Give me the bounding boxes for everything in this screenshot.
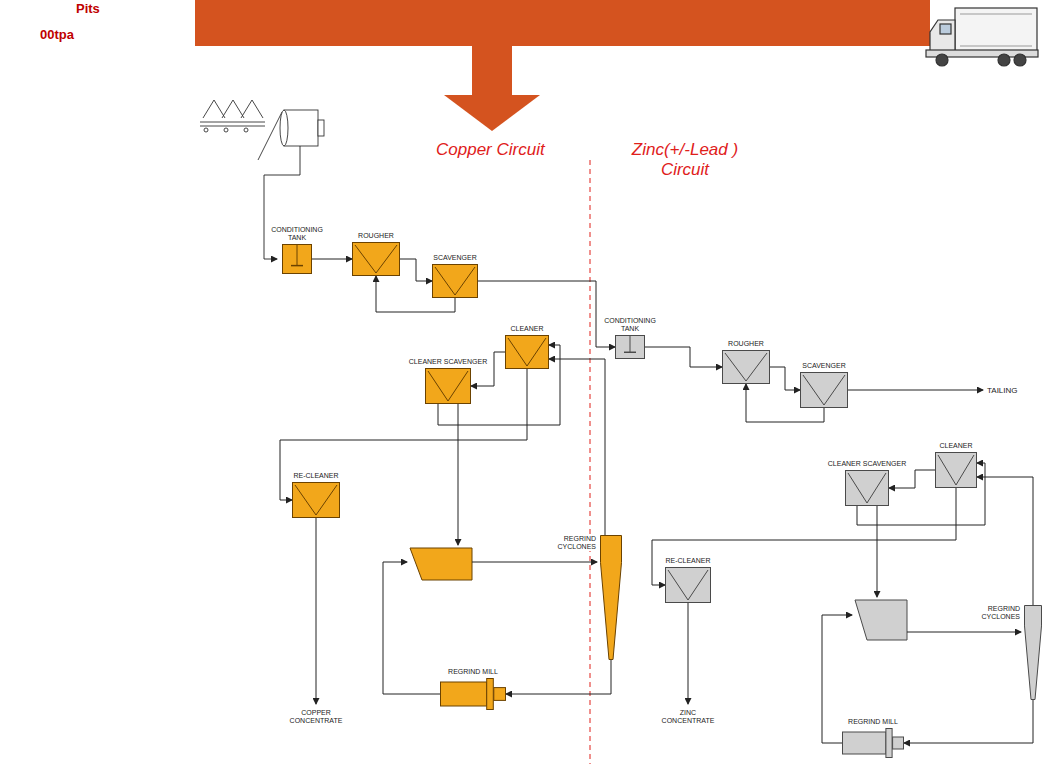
unit-label: REGRIND CYCLONES [975, 605, 1021, 621]
unit-label: REGRIND MILL [847, 718, 899, 726]
node-outline [935, 452, 977, 488]
conditioning-tank: CONDITIONING TANK [615, 335, 645, 359]
flow-line [977, 477, 1033, 605]
unit-label: CONDITIONING TANK [603, 317, 657, 333]
unit-label: CONDITIONING TANK [270, 226, 324, 242]
conditioning-tank: CONDITIONING TANK [282, 244, 312, 274]
unit-label: CLEANER [509, 325, 544, 333]
flow-line [280, 369, 527, 500]
unit-label: CLEANER SCAVENGER [827, 460, 907, 468]
flotation-cell: CLEANER SCAVENGER [425, 368, 471, 404]
node-outline [505, 335, 549, 369]
node-outline [352, 242, 400, 276]
product-label: TAILING [987, 386, 1018, 396]
mill-symbol: REGRIND MILL [440, 678, 506, 710]
node-outline [282, 244, 312, 274]
process-lines [316, 390, 1021, 743]
flotation-cell: CLEANER SCAVENGER [845, 470, 889, 506]
unit-label: SCAVENGER [432, 254, 477, 262]
circuit-title: Zinc(+/-Lead ) Circuit [610, 140, 760, 180]
node-outline [292, 482, 340, 518]
grinding-illustration [200, 100, 324, 259]
flow-line [312, 259, 352, 260]
node-outline [432, 264, 478, 298]
node-outline [425, 368, 471, 404]
product-label: COPPER CONCENTRATE [286, 709, 346, 725]
unit-label: ROUGHER [357, 232, 395, 240]
cyclone-symbol: REGRIND CYCLONES [1024, 605, 1042, 700]
feed-arrow-shaft [472, 46, 512, 96]
unit-label: REGRIND MILL [447, 668, 499, 676]
flow-line [645, 347, 722, 367]
node-outline [440, 678, 506, 710]
node-outline [665, 567, 711, 603]
flotation-cell: CLEANER [505, 335, 549, 369]
unit-label: ROUGHER [727, 340, 765, 348]
unit-label: RE-CLEANER [664, 557, 711, 565]
cyclone-symbol: REGRIND CYCLONES [600, 535, 622, 660]
flotation-cell: RE-CLEANER [292, 482, 340, 518]
unit-label: CLEANER SCAVENGER [408, 358, 488, 366]
circuit-divider [590, 160, 591, 764]
node-outline [842, 728, 904, 758]
capacity-note: 00tpa [40, 27, 74, 42]
feed-arrow-head [444, 95, 540, 131]
product-label: ZINC CONCENTRATE [658, 709, 718, 725]
flotation-cell: SCAVENGER [800, 372, 848, 408]
node-outline [615, 335, 645, 359]
flow-line [889, 470, 935, 488]
node-outline [600, 535, 622, 660]
truck-icon [926, 8, 1038, 66]
flow-line [549, 359, 605, 535]
flow-line [904, 700, 1033, 743]
flow-line [506, 660, 611, 694]
flotation-cell: SCAVENGER [432, 264, 478, 298]
unit-label: RE-CLEANER [292, 472, 339, 480]
copper-sump [410, 548, 472, 580]
circuit-title: Copper Circuit [436, 140, 545, 160]
node-outline [722, 350, 770, 384]
unit-label: CLEANER [938, 442, 973, 450]
node-outline [800, 372, 848, 408]
flow-line [400, 259, 432, 281]
flotation-cell: ROUGHER [722, 350, 770, 384]
site-note: Pits [76, 1, 100, 16]
feed-band [195, 0, 930, 46]
flotation-cell: CLEANER [935, 452, 977, 488]
node-outline [845, 470, 889, 506]
mill-symbol: REGRIND MILL [842, 728, 904, 758]
flotation-cell: RE-CLEANER [665, 567, 711, 603]
unit-label: SCAVENGER [801, 362, 846, 370]
flow-line [770, 367, 800, 390]
zinc-sump [855, 600, 907, 640]
unit-label: REGRIND CYCLONES [551, 535, 597, 551]
flotation-cell: ROUGHER [352, 242, 400, 276]
node-outline [1024, 605, 1042, 700]
